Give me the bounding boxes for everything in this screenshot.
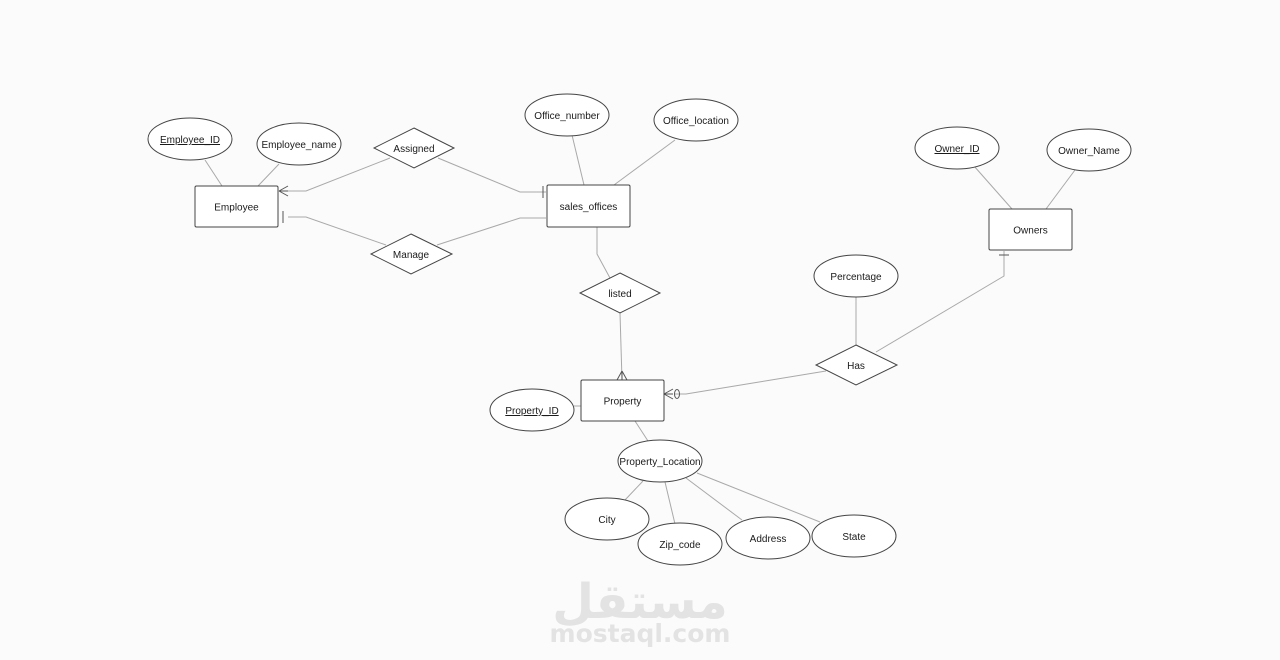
connectors bbox=[204, 134, 1076, 525]
entity-employee[interactable]: Employee bbox=[194, 185, 279, 228]
edge-owners-has bbox=[875, 251, 1005, 353]
edge-employee-id bbox=[204, 159, 223, 187]
attribute-owner-name[interactable]: Owner_Name bbox=[1046, 128, 1132, 172]
watermark: مستقل mostaql.com bbox=[550, 574, 731, 648]
attribute-office-number[interactable]: Office_number bbox=[524, 93, 610, 137]
watermark-arabic: مستقل bbox=[552, 574, 728, 630]
attribute-office-location-label: Office_location bbox=[663, 116, 729, 127]
attribute-city[interactable]: City bbox=[564, 497, 650, 541]
edge-owner-name bbox=[1045, 169, 1076, 210]
attribute-percentage-label: Percentage bbox=[830, 272, 882, 283]
entity-employee-label: Employee bbox=[214, 203, 259, 214]
edge-assigned-offices bbox=[437, 157, 546, 193]
edge-property-location bbox=[634, 420, 649, 442]
attribute-state-label: State bbox=[842, 532, 866, 543]
edge-office-number bbox=[571, 134, 585, 186]
attribute-property-location-label: Property_Location bbox=[619, 457, 700, 468]
cardinality-marks bbox=[278, 185, 1009, 400]
crowfoot-employee-assigned bbox=[278, 185, 289, 197]
crowfoot-property-listed bbox=[616, 370, 628, 381]
relationship-has-label: Has bbox=[847, 361, 865, 372]
attribute-employee-name[interactable]: Employee_name bbox=[256, 122, 342, 166]
edge-manage-offices bbox=[436, 217, 546, 246]
attribute-owner-id[interactable]: Owner_ID bbox=[914, 126, 1000, 170]
attribute-property-id-label: Property_ID bbox=[505, 406, 558, 417]
relationship-manage[interactable]: Manage bbox=[369, 233, 454, 275]
entity-owners[interactable]: Owners bbox=[988, 208, 1073, 251]
relationship-listed-label: listed bbox=[608, 289, 631, 300]
edge-zip-code bbox=[664, 481, 676, 525]
edge-employee-name bbox=[257, 163, 280, 187]
relationship-assigned[interactable]: Assigned bbox=[372, 127, 456, 169]
entity-property-label: Property bbox=[604, 397, 642, 408]
edge-city bbox=[624, 480, 644, 501]
edge-employee-manage bbox=[288, 216, 387, 246]
edge-office-location bbox=[613, 139, 676, 186]
relationship-listed[interactable]: listed bbox=[578, 272, 662, 314]
entity-sales-offices[interactable]: sales_offices bbox=[546, 184, 631, 228]
edge-has-property bbox=[675, 370, 827, 395]
edge-owner-id bbox=[973, 165, 1013, 210]
attribute-zip-code-label: Zip_code bbox=[659, 540, 701, 551]
entity-owners-label: Owners bbox=[1013, 226, 1047, 237]
attribute-office-number-label: Office_number bbox=[534, 111, 600, 122]
circle-property-has bbox=[674, 389, 680, 399]
attribute-property-id[interactable]: Property_ID bbox=[489, 388, 575, 432]
relationship-has[interactable]: Has bbox=[814, 344, 899, 386]
attribute-owner-id-label: Owner_ID bbox=[934, 144, 979, 155]
attribute-percentage[interactable]: Percentage bbox=[813, 254, 899, 298]
attribute-address[interactable]: Address bbox=[725, 516, 811, 560]
edge-listed-property bbox=[619, 312, 623, 381]
relationship-assigned-label: Assigned bbox=[393, 144, 434, 155]
entity-property[interactable]: Property bbox=[580, 379, 665, 422]
attribute-office-location[interactable]: Office_location bbox=[653, 98, 739, 142]
edge-state bbox=[696, 472, 821, 523]
attribute-zip-code[interactable]: Zip_code bbox=[637, 522, 723, 566]
attribute-employee-id-label: Employee_ID bbox=[160, 135, 220, 146]
attribute-employee-name-label: Employee_name bbox=[261, 140, 336, 151]
attribute-employee-id[interactable]: Employee_ID bbox=[147, 117, 233, 161]
relationship-manage-label: Manage bbox=[393, 250, 430, 261]
watermark-latin: mostaql.com bbox=[550, 619, 731, 648]
entity-sales-offices-label: sales_offices bbox=[560, 202, 618, 213]
crowfoot-property-has bbox=[663, 388, 674, 400]
edge-offices-listed bbox=[596, 227, 611, 279]
attribute-city-label: City bbox=[598, 515, 615, 526]
attribute-owner-name-label: Owner_Name bbox=[1058, 146, 1120, 157]
edge-employee-assigned bbox=[288, 157, 391, 192]
attribute-state[interactable]: State bbox=[811, 514, 897, 558]
edge-address bbox=[685, 477, 743, 521]
attribute-address-label: Address bbox=[750, 534, 787, 545]
attribute-property-location[interactable]: Property_Location bbox=[617, 439, 703, 483]
